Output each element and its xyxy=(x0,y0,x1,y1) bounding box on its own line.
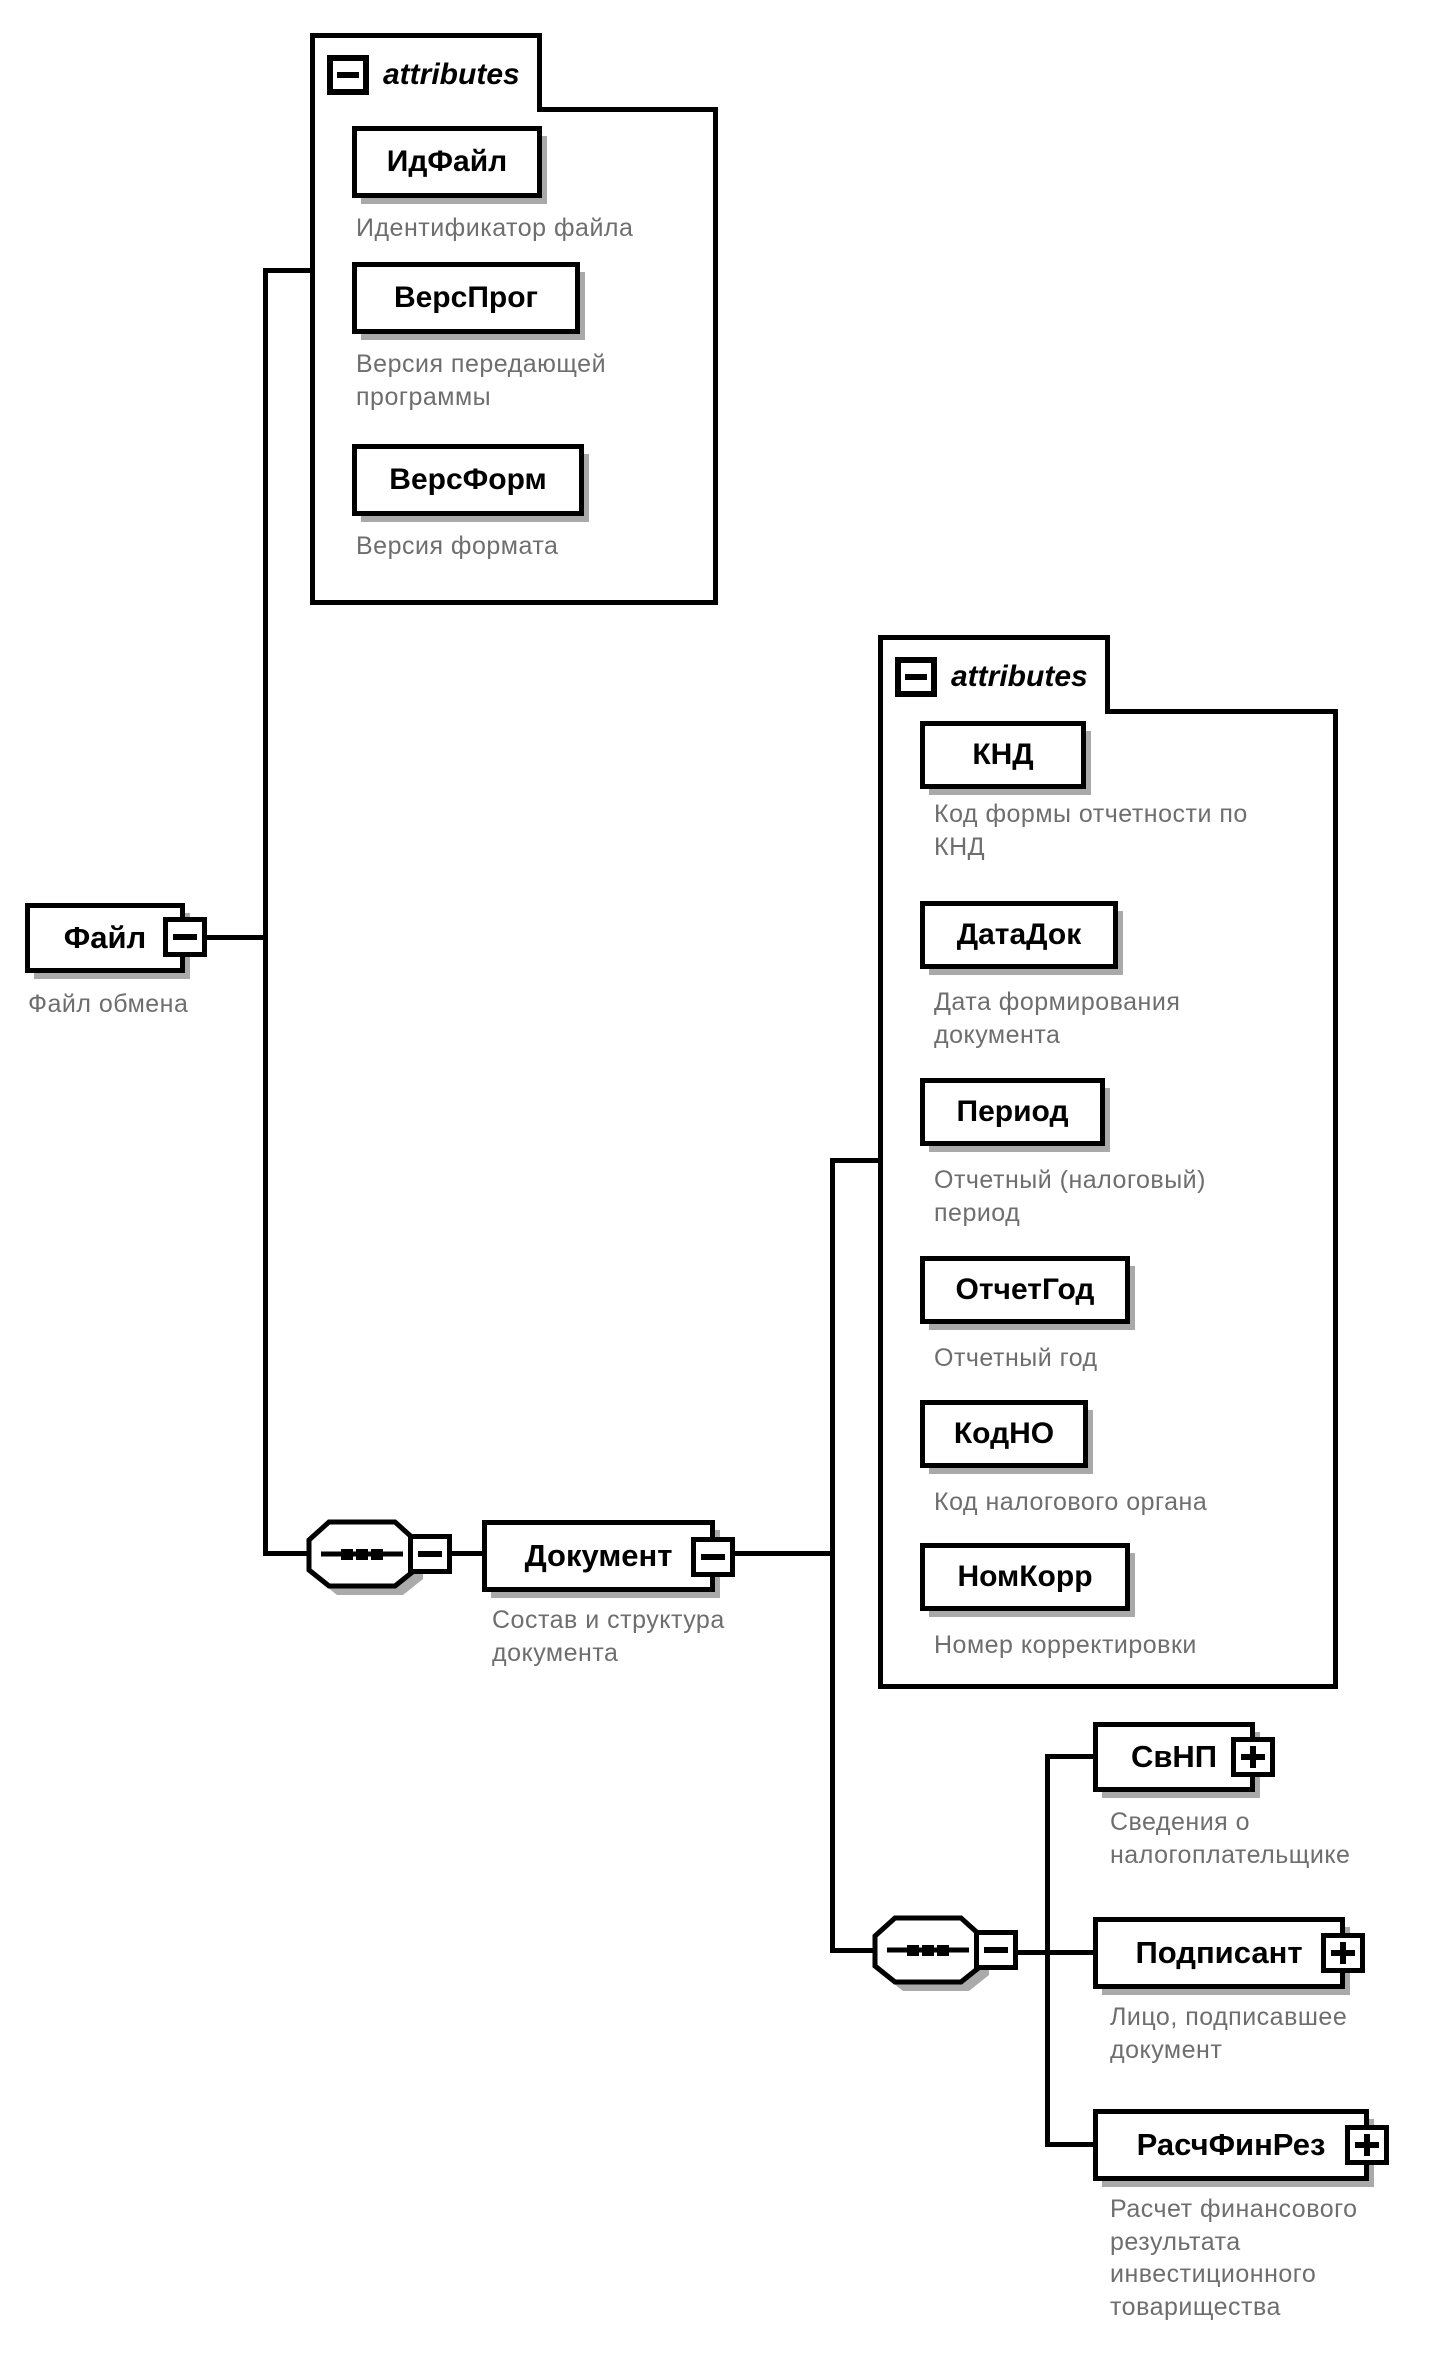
element-file-description: Файл обмена xyxy=(28,990,189,1018)
attribute-versprog-label: ВерсПрог xyxy=(393,281,539,314)
connector-line xyxy=(1016,1950,1095,1955)
attribute-nomkorr-label: НомКорр xyxy=(957,1560,1093,1593)
connector-line xyxy=(1047,1754,1095,1759)
attribute-otchetgod[interactable]: ОтчетГод xyxy=(920,1256,1130,1324)
element-document[interactable]: Документ xyxy=(482,1520,715,1592)
expand-toggle-svnp-icon[interactable] xyxy=(1231,1737,1275,1777)
collapse-toggle-document-attributes-icon[interactable] xyxy=(895,657,937,697)
attribute-datadok-label: ДатаДок xyxy=(956,918,1082,951)
element-podpisant-description: Лицо, подписавшее документ xyxy=(1110,2003,1348,2064)
attribute-idfile[interactable]: ИдФайл xyxy=(352,126,542,198)
attribute-knd-description: Код формы отчетности по КНД xyxy=(934,800,1248,861)
connector-line xyxy=(731,1551,832,1556)
element-raschfinrez[interactable]: РасчФинРез xyxy=(1093,2109,1369,2181)
element-podpisant[interactable]: Подписант xyxy=(1093,1917,1345,1989)
connector-line xyxy=(265,1551,313,1556)
element-document-description: Состав и структура документа xyxy=(492,1606,725,1667)
attribute-versform[interactable]: ВерсФорм xyxy=(352,444,584,516)
file-attributes-box-edge xyxy=(537,107,718,112)
element-raschfinrez-description: Расчет финансового результата инвестицио… xyxy=(1110,2195,1358,2321)
attribute-otchetgod-description: Отчетный год xyxy=(934,1344,1098,1372)
attribute-idfile-description: Идентификатор файла xyxy=(356,214,634,242)
collapse-toggle-sequence1-icon[interactable] xyxy=(408,1534,452,1574)
connector-line xyxy=(830,1158,835,1953)
element-podpisant-label: Подписант xyxy=(1135,1935,1303,1970)
sequence-icon xyxy=(872,1915,989,1991)
attribute-versform-label: ВерсФорм xyxy=(389,463,547,496)
element-document-label: Документ xyxy=(524,1538,673,1573)
connector-line xyxy=(832,1948,877,1953)
connector-line xyxy=(448,1551,484,1556)
attribute-versprog-description: Версия передающей программы xyxy=(356,350,607,411)
attribute-nomkorr[interactable]: НомКорр xyxy=(920,1543,1130,1611)
connector-line xyxy=(203,935,267,940)
document-attributes-header: attributes xyxy=(951,660,1088,693)
attribute-versform-description: Версия формата xyxy=(356,532,559,560)
element-svnp[interactable]: СвНП xyxy=(1093,1722,1255,1792)
attribute-period-description: Отчетный (налоговый) период xyxy=(934,1166,1206,1227)
attribute-kodno-label: КодНО xyxy=(953,1417,1055,1450)
connector-line xyxy=(265,268,314,273)
attribute-period-label: Период xyxy=(956,1095,1069,1128)
collapse-toggle-document-icon[interactable] xyxy=(691,1537,735,1577)
collapse-toggle-file-icon[interactable] xyxy=(163,917,207,957)
attribute-nomkorr-description: Номер корректировки xyxy=(934,1631,1197,1659)
collapse-toggle-file-attributes-icon[interactable] xyxy=(327,55,369,95)
attribute-kodno-description: Код налогового органа xyxy=(934,1488,1208,1516)
element-file-label: Файл xyxy=(63,920,147,955)
connector-line xyxy=(263,268,268,1556)
expand-toggle-raschfinrez-icon[interactable] xyxy=(1345,2125,1389,2165)
attribute-period[interactable]: Период xyxy=(920,1078,1105,1146)
attribute-idfile-label: ИдФайл xyxy=(386,145,508,178)
sequence-icon xyxy=(306,1519,423,1595)
attribute-datadok[interactable]: ДатаДок xyxy=(920,901,1118,969)
attribute-kodno[interactable]: КодНО xyxy=(920,1400,1088,1468)
attribute-versprog[interactable]: ВерсПрог xyxy=(352,262,580,334)
attribute-datadok-description: Дата формирования документа xyxy=(934,988,1181,1049)
element-svnp-description: Сведения о налогоплательщике xyxy=(1110,1808,1351,1869)
document-attributes-box xyxy=(878,709,1338,1689)
element-raschfinrez-label: РасчФинРез xyxy=(1136,2127,1326,2162)
document-attributes-tab: attributes xyxy=(878,635,1110,714)
file-attributes-header: attributes xyxy=(383,58,520,91)
element-svnp-label: СвНП xyxy=(1130,1739,1218,1774)
attribute-knd[interactable]: КНД xyxy=(920,721,1086,789)
attribute-knd-label: КНД xyxy=(972,738,1034,771)
connector-line xyxy=(1047,2142,1095,2147)
expand-toggle-podpisant-icon[interactable] xyxy=(1321,1933,1365,1973)
collapse-toggle-sequence2-icon[interactable] xyxy=(974,1930,1018,1970)
attribute-otchetgod-label: ОтчетГод xyxy=(955,1273,1095,1306)
connector-line xyxy=(1045,1754,1050,2147)
document-attributes-box-edge xyxy=(1105,709,1338,714)
connector-line xyxy=(832,1158,878,1163)
element-file[interactable]: Файл xyxy=(25,903,185,973)
file-attributes-tab: attributes xyxy=(310,33,542,112)
